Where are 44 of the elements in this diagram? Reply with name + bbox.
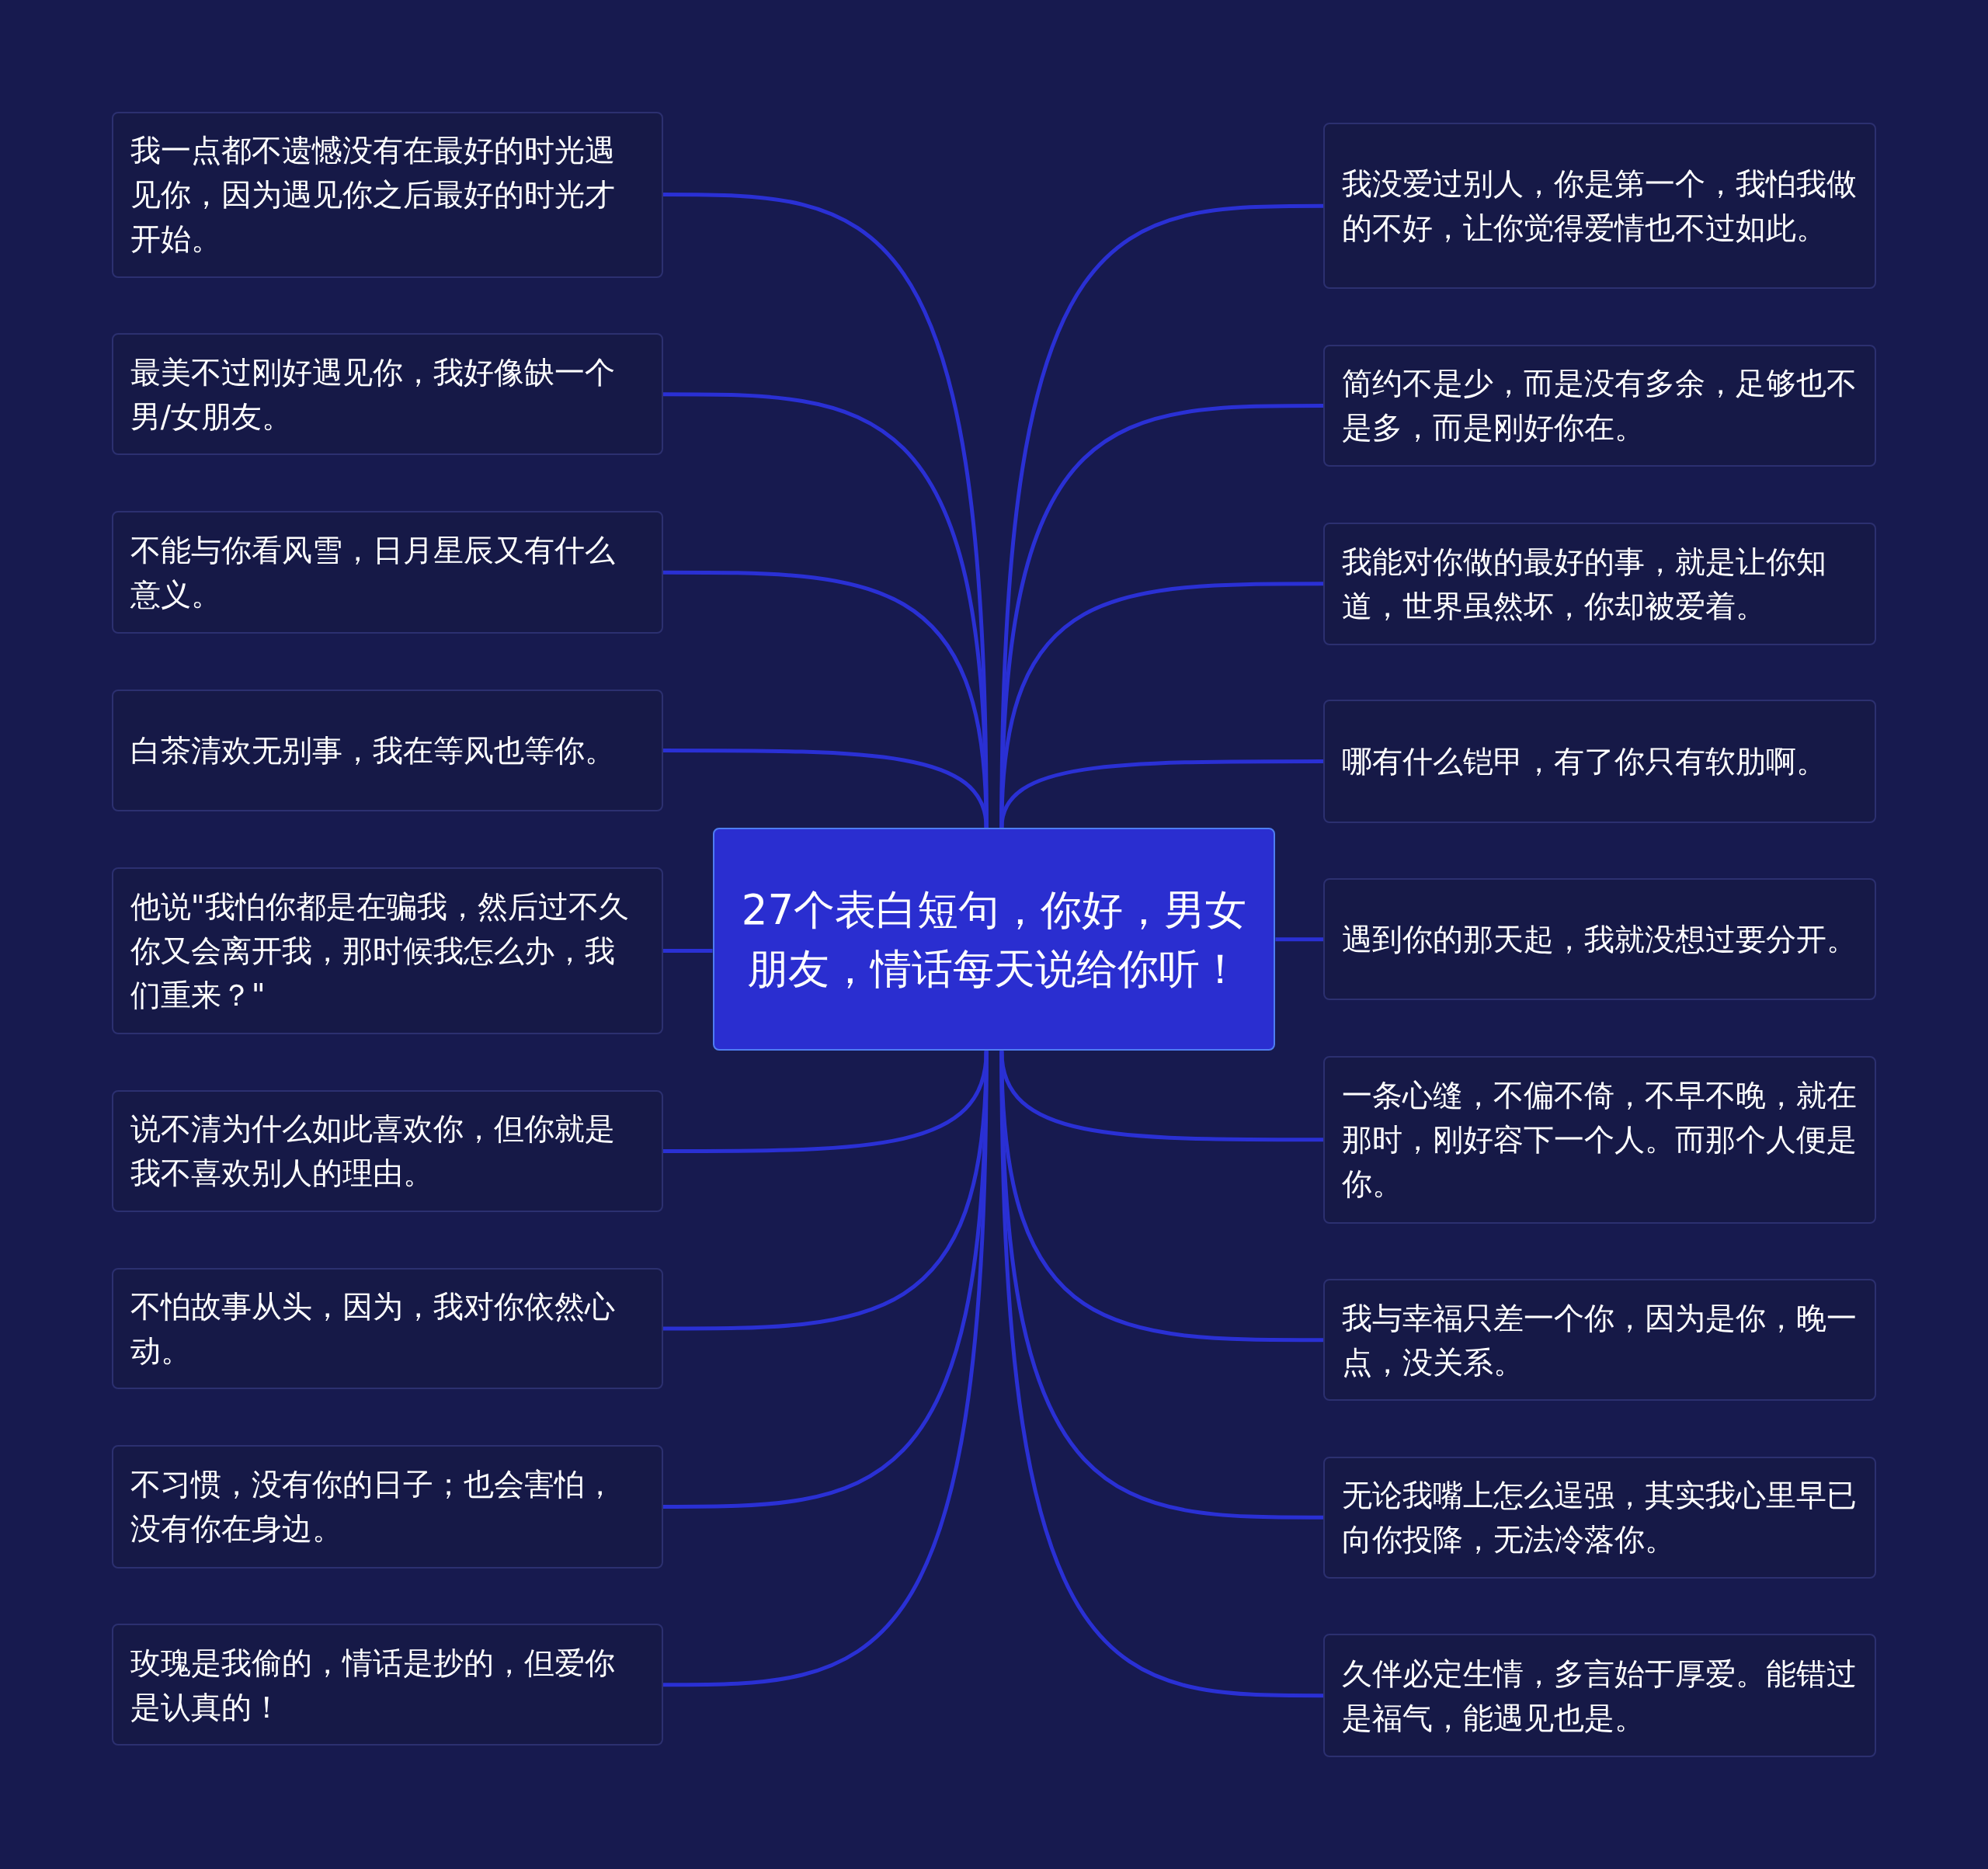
connector-line	[999, 1051, 1324, 1698]
topic-box	[111, 333, 663, 456]
topic-text: 不习惯，没有你的日子；也会害怕，没有你在身边。	[130, 1466, 616, 1548]
connector-line	[662, 949, 713, 953]
topic-text: 哪有什么铠甲，有了你只有软肋啊。	[1342, 742, 1828, 780]
topic-text: 久伴必定生情，多言始于厚爱。能错过是福气，能遇见也是。	[1342, 1655, 1858, 1737]
topic-text: 不能与你看风雪，日月星辰又有什么意义。	[130, 532, 616, 614]
topic-box	[1323, 1634, 1877, 1757]
topic-box	[111, 1624, 663, 1746]
topic-box	[1323, 522, 1877, 645]
topic-box	[111, 111, 663, 278]
topic-text: 白茶清欢无别事，我在等风也等你。	[130, 732, 616, 769]
topic-text: 遇到你的那天起，我就没想过要分开。	[1342, 921, 1858, 959]
topic-box	[111, 1090, 663, 1212]
topic-text: 玫瑰是我偷的，情话是抄的，但爱你是认真的！	[130, 1644, 616, 1726]
topic-box	[1323, 1456, 1877, 1579]
topic-text: 说不清为什么如此喜欢你，但你就是我不喜欢别人的理由。	[130, 1110, 616, 1193]
topic-box	[1323, 878, 1877, 1001]
topic-text: 我一点都不遗憾没有在最好的时光遇见你，因为遇见你之后最好的时光才开始。	[130, 132, 616, 259]
topic-text: 他说"我怕你都是在骗我，然后过不久你又会离开我，那时候我怎么办，我们重来？"	[130, 888, 630, 1014]
topic-box	[111, 1267, 663, 1390]
connector-line	[1275, 937, 1324, 942]
connector-line	[662, 749, 989, 829]
topic-box	[111, 510, 663, 634]
topic-text: 一条心缝，不偏不倚，不早不晚，就在那时，刚好容下一个人。而那个人便是你。	[1342, 1077, 1858, 1204]
topic-box	[111, 690, 663, 811]
central-topic-text: 27个表白短句，你好，男女朋友，情话每天说给你听！	[740, 884, 1248, 994]
topic-text: 我与幸福只差一个你，因为是你，晚一点，没关系。	[1342, 1299, 1858, 1381]
topic-box	[1323, 1056, 1877, 1224]
topic-text: 不怕故事从头，因为，我对你依然心动。	[130, 1288, 616, 1370]
topic-box	[1323, 1279, 1877, 1402]
topic-text: 最美不过刚好遇见你，我好像缺一个男/女朋友。	[130, 353, 616, 436]
topic-text: 无论我嘴上怎么逞强，其实我心里早已向你投降，无法冷落你。	[1342, 1477, 1858, 1559]
topic-text: 我能对你做的最好的事，就是让你知道，世界虽然坏，你却被爱着。	[1342, 543, 1828, 625]
topic-box	[111, 1445, 663, 1569]
central-topic-box	[712, 828, 1276, 1051]
connector-line	[662, 1051, 989, 1687]
topic-box	[1323, 700, 1877, 823]
topic-text: 简约不是少，而是没有多余，足够也不是多，而是刚好你在。	[1342, 365, 1858, 447]
topic-text: 我没爱过别人，你是第一个，我怕我做的不好，让你觉得爱情也不过如此。	[1342, 165, 1858, 248]
topic-box	[111, 867, 663, 1035]
topic-box	[1323, 345, 1877, 467]
connector-line	[999, 759, 1324, 829]
topic-box	[1323, 123, 1877, 290]
